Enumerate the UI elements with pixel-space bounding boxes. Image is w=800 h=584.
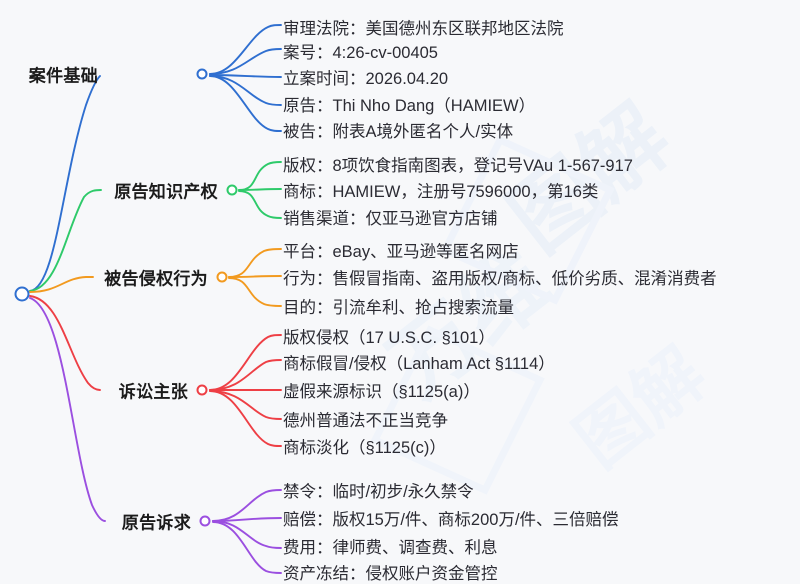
branch-label-infringement[interactable]: 被告侵权行为 <box>104 269 208 289</box>
svg-text:图解: 图解 <box>561 334 719 482</box>
branch-dot-plaintiff-ip[interactable] <box>226 184 238 196</box>
branch-dot-claims[interactable] <box>196 384 208 396</box>
leaf-unfair-competition[interactable]: 德州普通法不正当竞争 <box>283 412 448 430</box>
branch-label-plaintiff-ip[interactable]: 原告知识产权 <box>114 182 218 202</box>
leaf-plaintiff[interactable]: 原告：Thi Nho Dang（HAMIEW） <box>283 97 536 115</box>
leaf-injunction[interactable]: 禁令：临时/初步/永久禁令 <box>283 483 474 501</box>
leaf-trademark-counterfeit[interactable]: 商标假冒/侵权（Lanham Act §1114） <box>283 355 555 373</box>
leaf-case-no[interactable]: 案号：4:26-cv-00405 <box>283 44 438 62</box>
leaf-court[interactable]: 审理法院：美国德州东区联邦地区法院 <box>283 20 564 38</box>
leaf-defendant[interactable]: 被告：附表A境外匿名个人/实体 <box>283 123 514 141</box>
leaf-asset-freeze[interactable]: 资产冻结：侵权账户资金管控 <box>283 565 498 583</box>
leaf-conduct[interactable]: 行为：售假冒指南、盗用版权/商标、低价劣质、混淆消费者 <box>283 270 717 288</box>
leaf-filed[interactable]: 立案时间：2026.04.20 <box>283 70 449 88</box>
leaf-copyright[interactable]: 版权：8项饮食指南图表，登记号VAu 1-567-917 <box>283 157 633 175</box>
leaf-platform[interactable]: 平台：eBay、亚马逊等匿名网店 <box>283 243 519 261</box>
branch-dot-infringement[interactable] <box>216 271 228 283</box>
leaf-copyright-infringement[interactable]: 版权侵权（17 U.S.C. §101） <box>283 329 495 347</box>
branch-label-case-basics[interactable]: 案件基础 <box>28 66 98 86</box>
leaf-sales-channel[interactable]: 销售渠道：仅亚马逊官方店铺 <box>283 210 498 228</box>
root-node-dot[interactable] <box>14 286 30 302</box>
branch-label-relief-sought[interactable]: 原告诉求 <box>121 513 191 533</box>
branch-dot-case-basics[interactable] <box>196 68 208 80</box>
leaf-trademark-dilution[interactable]: 商标淡化（§1125(c)） <box>283 439 446 457</box>
leaf-purpose[interactable]: 目的：引流牟利、抢占搜索流量 <box>283 299 514 317</box>
leaf-damages[interactable]: 赔偿：版权15万/件、商标200万/件、三倍赔偿 <box>283 511 619 529</box>
leaf-fees[interactable]: 费用：律师费、调查费、利息 <box>283 539 498 557</box>
leaf-false-designation[interactable]: 虚假来源标识（§1125(a)） <box>283 383 480 401</box>
branch-dot-relief-sought[interactable] <box>199 515 211 527</box>
branch-label-claims[interactable]: 诉讼主张 <box>118 382 188 402</box>
leaf-trademark[interactable]: 商标：HAMIEW，注册号7596000，第16类 <box>283 183 599 201</box>
